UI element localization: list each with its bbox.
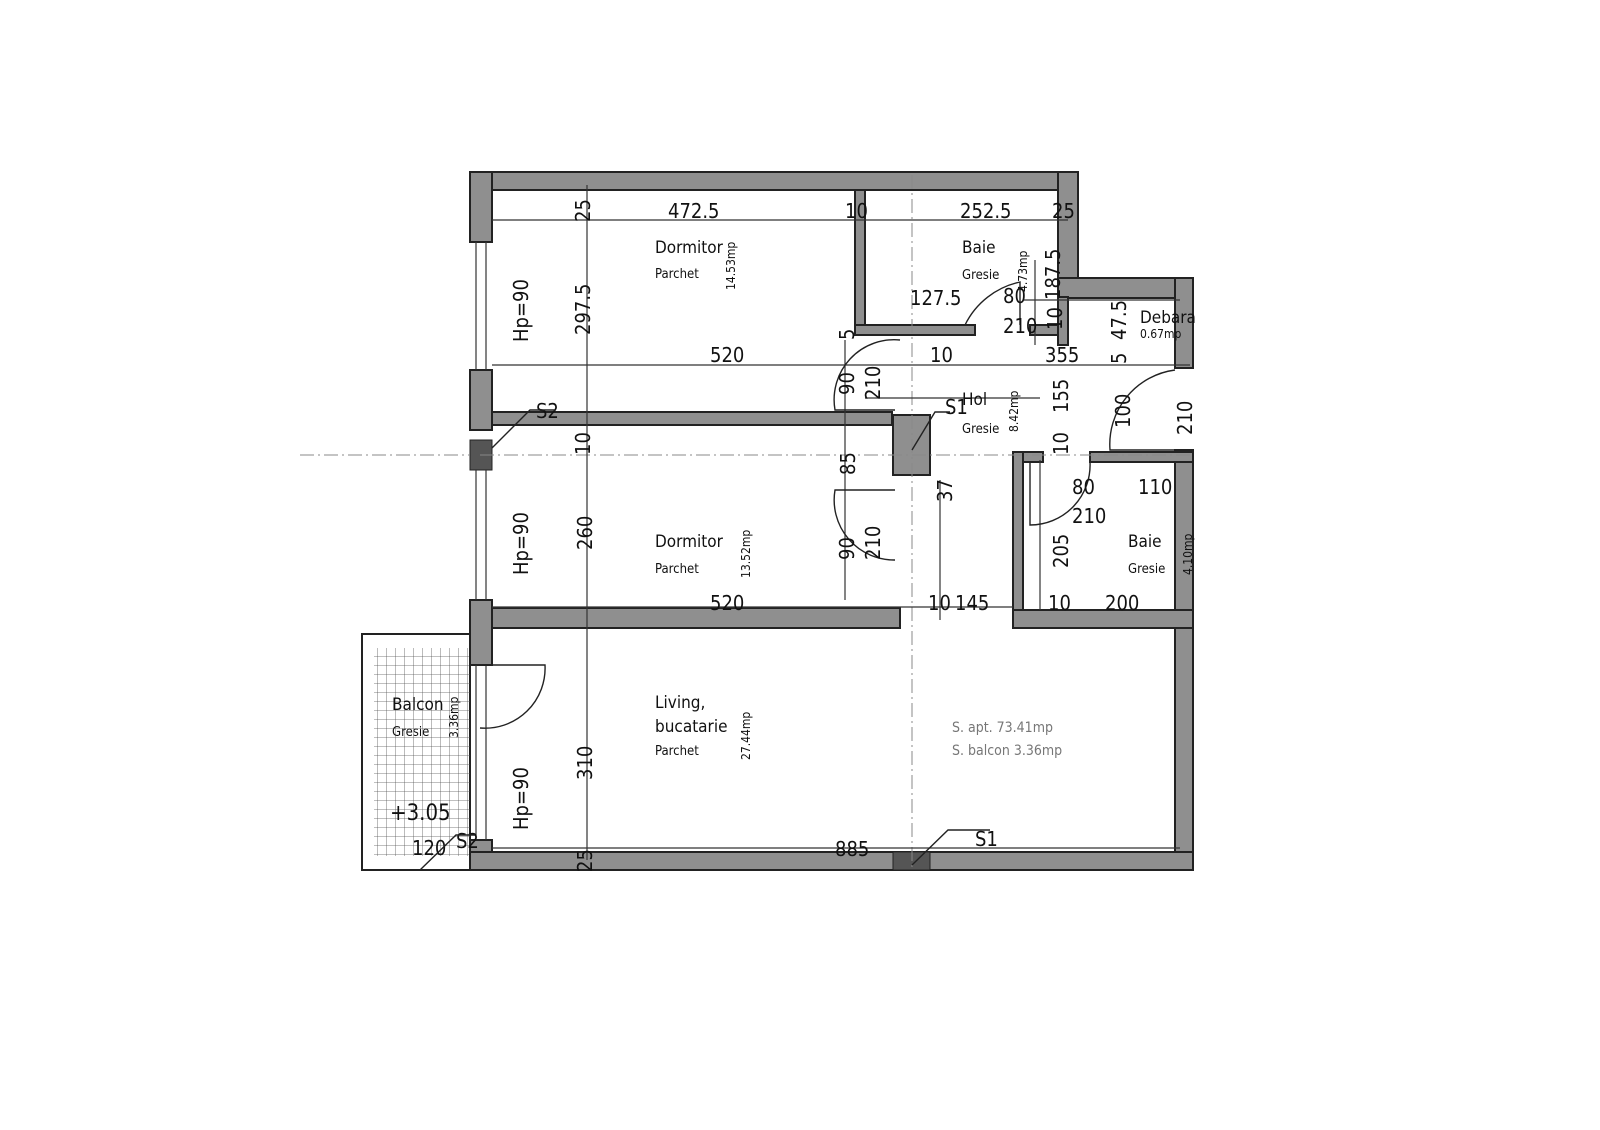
window-sill-label: Hp=90: [509, 512, 533, 575]
dim-label: 120: [412, 836, 446, 860]
dim-label: 155: [1049, 379, 1073, 413]
dim-label: 297.5: [571, 284, 595, 336]
room-area-dormitor-2: 13.52mp: [739, 530, 753, 578]
dim-label: 10: [930, 343, 953, 367]
room-area-dormitor-1: 14.53mp: [724, 242, 738, 290]
room-finish-balcon: Gresie: [392, 725, 429, 740]
dim-label: 210: [1072, 504, 1106, 528]
dim-label: 252.5: [960, 199, 1012, 223]
dim-label: 210: [861, 366, 885, 400]
section-marker-label: S2: [536, 399, 559, 423]
dimension-lines: [492, 185, 1190, 860]
section-marker-label: S1: [945, 395, 968, 419]
dim-label: 100: [1111, 394, 1135, 428]
axes: [300, 175, 1190, 870]
dim-label: 200: [1105, 591, 1139, 615]
dim-label: 110: [1138, 475, 1172, 499]
dim-label: 90: [835, 372, 859, 395]
room-finish-dormitor-2: Parchet: [655, 562, 699, 577]
section-marker-label: S2: [456, 829, 479, 853]
dim-label: 10: [845, 199, 868, 223]
dim-label: 5: [835, 329, 859, 340]
dim-label: 127.5: [910, 286, 962, 310]
dim-label: 25: [573, 849, 597, 872]
room-finish-baie-2: Gresie: [1128, 562, 1165, 577]
dim-label: 80: [1072, 475, 1095, 499]
dim-label: 10: [1048, 591, 1071, 615]
dim-label: 205: [1049, 534, 1073, 568]
room-area-baie-1: 4.73mp: [1016, 250, 1030, 292]
annotations: Hp=90 Hp=90 Hp=90 S2 S1 S2 S1: [419, 279, 998, 871]
dim-label: 10: [1049, 432, 1073, 455]
summary-apartment-area: S. apt. 73.41mp: [952, 720, 1053, 736]
room-area-balcon: 3.36mp: [447, 696, 461, 738]
room-name-dormitor-2: Dormitor: [655, 532, 724, 552]
room-finish-baie-1: Gresie: [962, 268, 999, 283]
room-name-hol: Hol: [962, 390, 987, 410]
section-marker-label: S1: [975, 827, 998, 851]
dim-label: 210: [1003, 314, 1037, 338]
dim-label: 310: [573, 746, 597, 780]
room-name-debara: Debara: [1140, 308, 1196, 328]
window-sill-label: Hp=90: [509, 279, 533, 342]
dim-label: 260: [573, 516, 597, 550]
room-finish-dormitor-1: Parchet: [655, 267, 699, 282]
dim-label: 145: [955, 591, 989, 615]
room-area-debara: 0.67mp: [1140, 327, 1182, 341]
dim-label: 885: [835, 837, 869, 861]
room-finish-hol: Gresie: [962, 422, 999, 437]
walls: [469, 171, 1194, 871]
room-name-balcon: Balcon: [392, 695, 444, 715]
windows: [475, 242, 487, 840]
balcony-tiles: [374, 648, 470, 856]
dim-label: 520: [710, 591, 744, 615]
dim-label: 520: [710, 343, 744, 367]
balcony-level: +3.05: [390, 801, 451, 826]
dim-label: 210: [1173, 401, 1197, 435]
summary-balcony-area: S. balcon 3.36mp: [952, 743, 1062, 759]
dim-label: 25: [1052, 199, 1075, 223]
dim-label: 85: [836, 452, 860, 475]
dim-label: 90: [835, 537, 859, 560]
dim-label: 10: [571, 432, 595, 455]
dim-label: 10: [928, 591, 951, 615]
room-finish-living: Parchet: [655, 744, 699, 759]
room-name-baie-2: Baie: [1128, 532, 1162, 552]
room-name-baie-1: Baie: [962, 238, 996, 258]
doors: [479, 281, 1176, 729]
dim-label: 37: [933, 479, 957, 502]
room-name-living-2: bucatarie: [655, 717, 728, 737]
dim-label: 210: [861, 526, 885, 560]
room-area-living: 27.44mp: [739, 712, 753, 760]
dim-label: 47.5: [1107, 300, 1131, 340]
dim-label: 187.5: [1041, 249, 1065, 301]
dim-label: 80: [1003, 284, 1026, 308]
dim-label: 472.5: [668, 199, 720, 223]
dim-label: 10: [1043, 307, 1067, 330]
dimension-labels: 25 472.5 10 252.5 25 297.5 187.5 127.5 8…: [412, 199, 1197, 872]
dim-label: 25: [571, 199, 595, 222]
dim-label: 355: [1045, 343, 1079, 367]
room-name-dormitor-1: Dormitor: [655, 238, 724, 258]
window-sill-label: Hp=90: [509, 767, 533, 830]
room-area-baie-2: 4.10mp: [1181, 533, 1195, 575]
room-area-hol: 8.42mp: [1007, 390, 1021, 432]
dim-label: 5: [1107, 353, 1131, 364]
room-name-living-1: Living,: [655, 693, 705, 713]
